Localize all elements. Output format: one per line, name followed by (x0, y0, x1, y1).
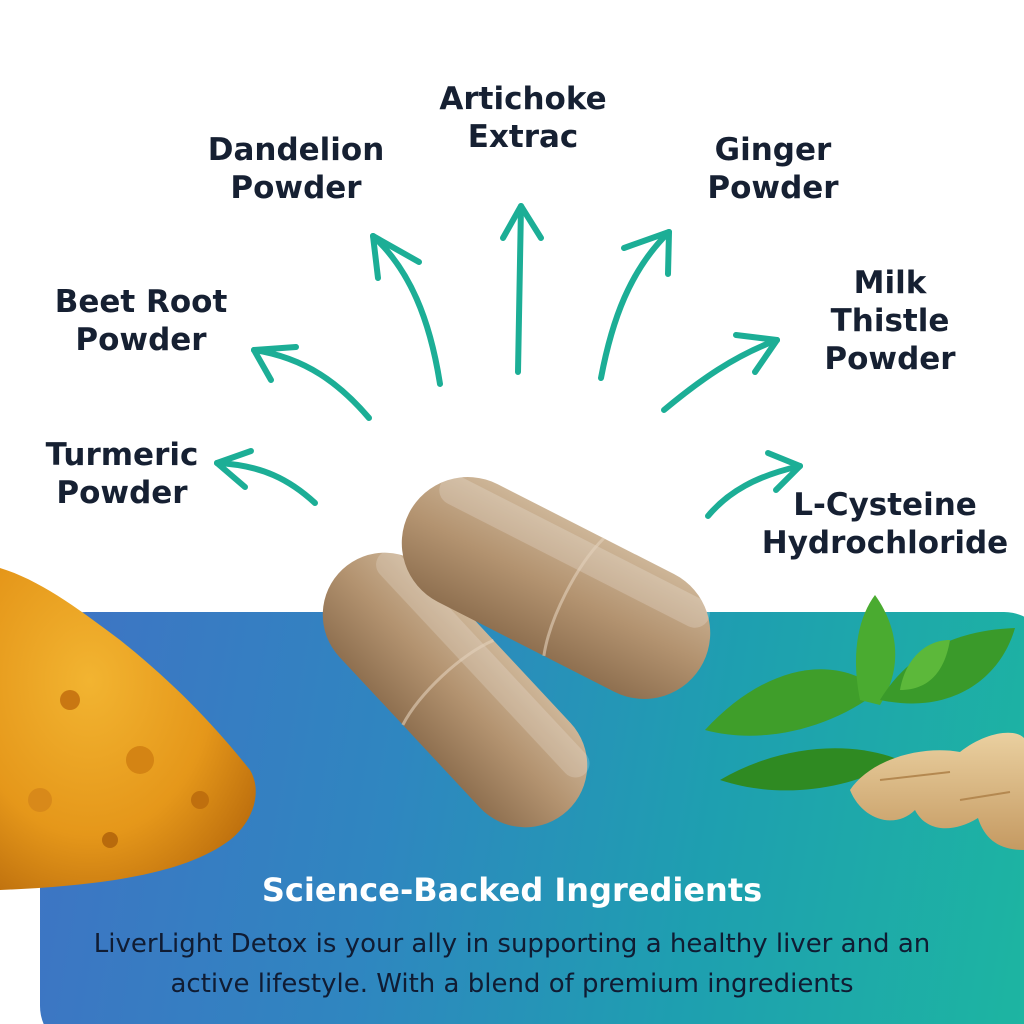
label-line: Ginger (714, 132, 832, 168)
label-line: Hydrochloride (761, 525, 1009, 561)
arrow-icon (251, 344, 372, 421)
capsule-icon (322, 550, 590, 828)
arrow-icon (705, 450, 803, 519)
label-line: Powder (56, 475, 188, 511)
description: LiverLight Detox is your ally in support… (30, 924, 994, 1004)
label-beet-root-powder: Beet Root Powder (46, 283, 236, 359)
label-line: L-Cysteine (793, 487, 977, 523)
label-line: Beet Root (54, 284, 228, 320)
ginger-root-icon (850, 732, 1024, 850)
label-line: Powder (707, 170, 839, 206)
label-line: Thistle (830, 303, 950, 339)
turmeric-powder-icon (0, 568, 256, 890)
description-line: LiverLight Detox is your ally in support… (93, 929, 931, 959)
arrow-icon (598, 229, 672, 381)
description-line: active lifestyle. With a blend of premiu… (170, 969, 854, 999)
label-milk-thistle-powder: Milk Thistle Powder (810, 264, 970, 378)
arrow-icon (370, 233, 443, 387)
label-line: Powder (230, 170, 362, 206)
label-ginger-powder: Ginger Powder (683, 131, 863, 207)
headline: Science-Backed Ingredients (261, 871, 763, 909)
label-line: Powder (75, 322, 207, 358)
label-line: Dandelion (207, 132, 385, 168)
label-line: Turmeric (45, 437, 199, 473)
label-line: Milk (853, 265, 927, 301)
label-dandelion-powder: Dandelion Powder (196, 131, 396, 207)
label-l-cysteine-hydrochloride: L-Cysteine Hydrochloride (754, 486, 1016, 562)
label-line: Powder (824, 341, 956, 377)
capsule-icon (401, 475, 711, 699)
arrow-icon (214, 448, 318, 506)
label-artichoke-extract: Artichoke Extrac (423, 80, 623, 156)
leaf-icon (705, 595, 1015, 791)
label-line: Artichoke (439, 81, 607, 117)
arrow-icon (661, 332, 780, 413)
label-line: Extrac (467, 119, 579, 155)
label-turmeric-powder: Turmeric Powder (32, 436, 212, 512)
arrow-icon (500, 203, 544, 375)
